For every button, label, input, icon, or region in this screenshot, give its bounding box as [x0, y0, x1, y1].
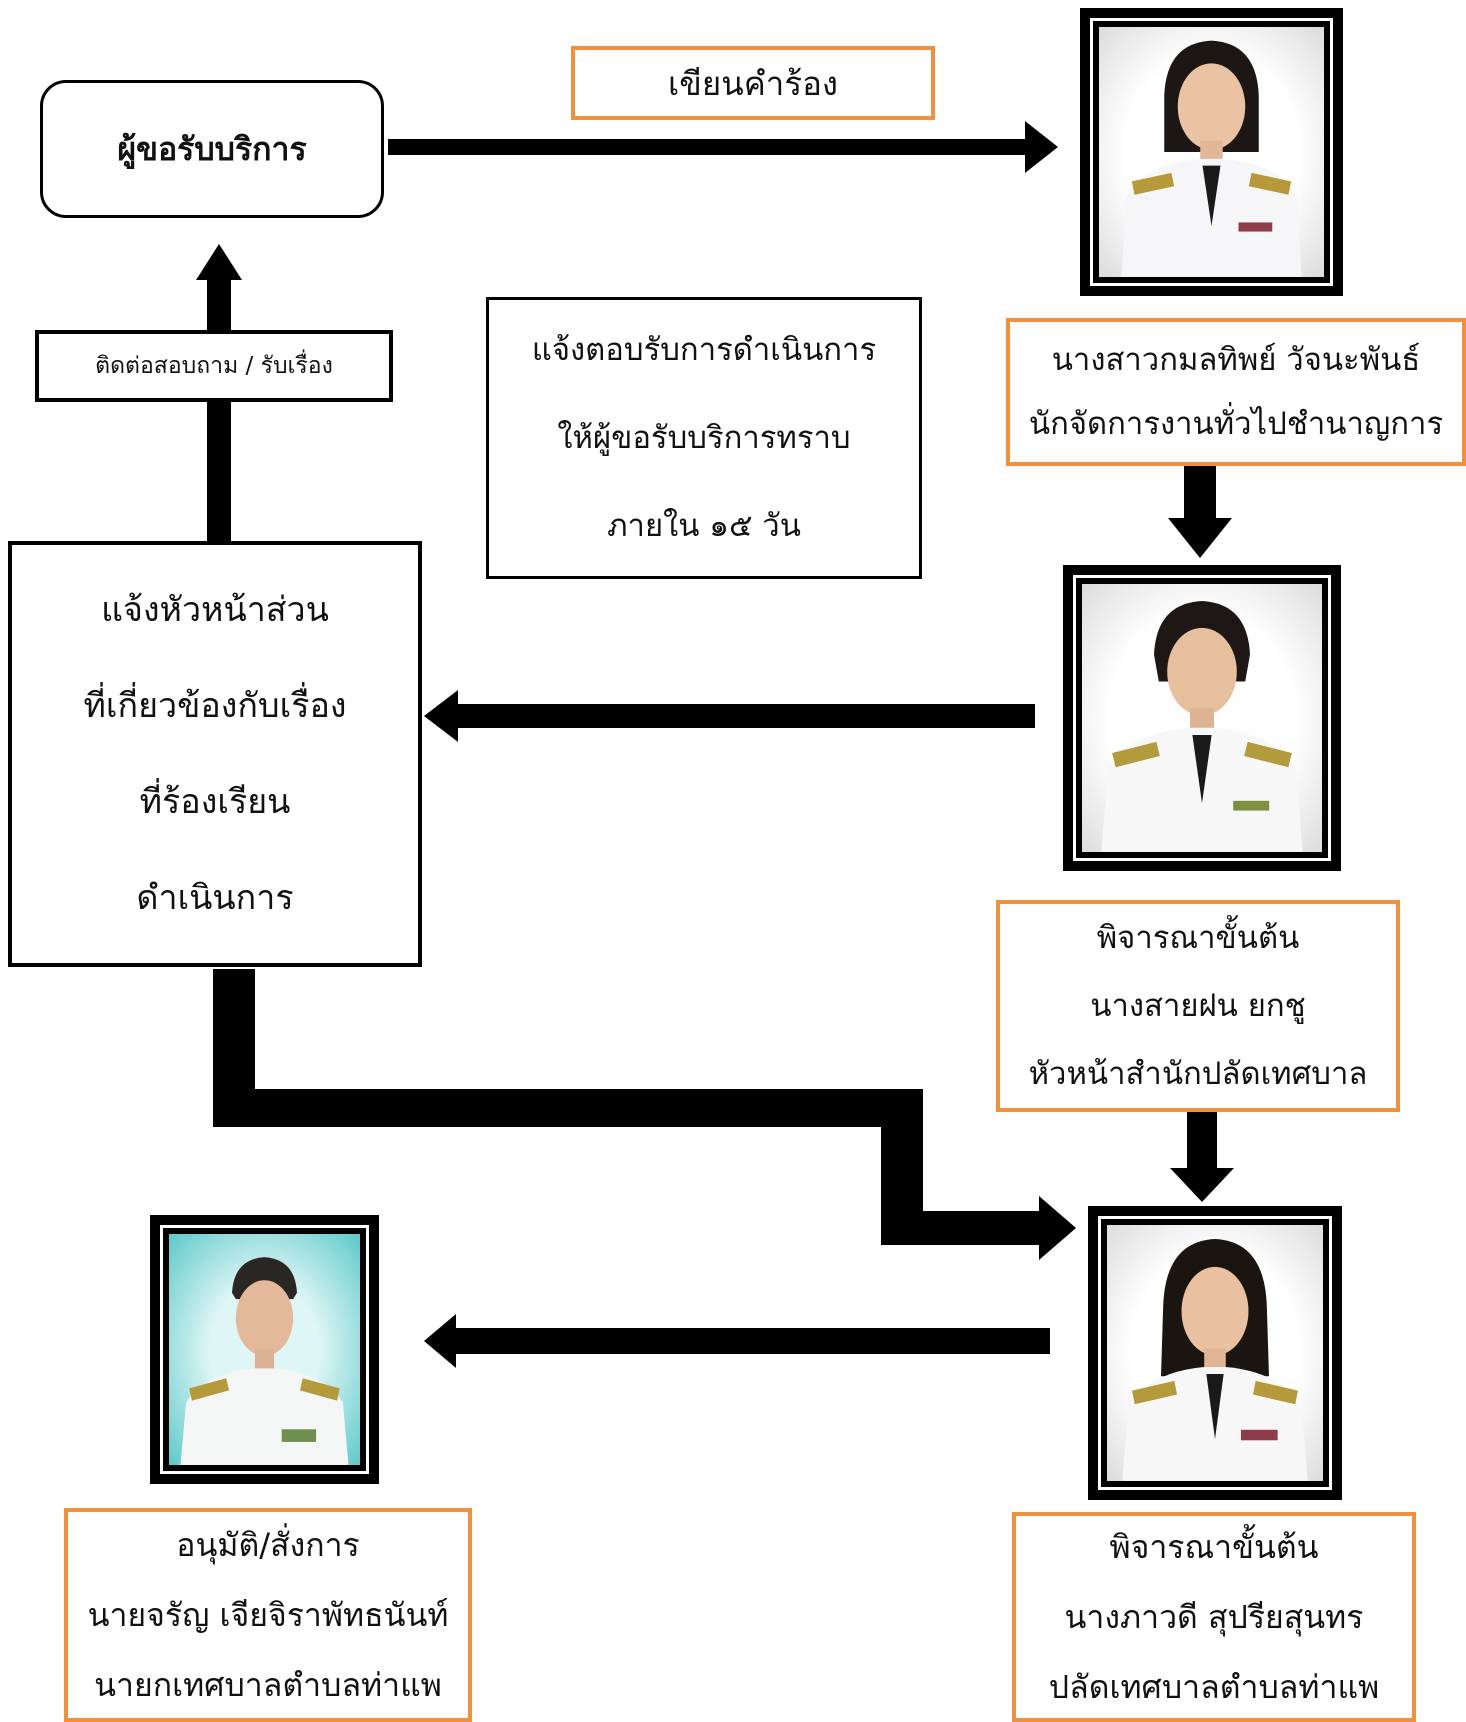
- requester-box: ผู้ขอรับบริการ: [40, 80, 384, 218]
- arrow-staff1-to-department: [424, 690, 1035, 742]
- notify-line-2: ให้ผู้ขอรับบริการทราบ: [557, 420, 851, 456]
- arrow-department-to-requester: [196, 244, 242, 541]
- staff1-box: นางสาวกมลทิพย์ วัจนะพันธ์ นักจัดการงานทั…: [1006, 318, 1466, 466]
- staff2-position: หัวหน้าสำนักปลัดเทศบาล: [1028, 1056, 1368, 1092]
- municipal-clerk-box: พิจารณาขั้นต้น นางภาวดี สุปรียสุนทร ปลัด…: [1012, 1512, 1416, 1722]
- mayor-name: นายจรัญ เจียจิราพัทธนันท์: [87, 1596, 449, 1634]
- arrow-requester-to-staff1: [388, 121, 1058, 173]
- write-request-box: เขียนคำร้อง: [571, 46, 935, 120]
- clerk-name: นางภาวดี สุปรียสุนทร: [1064, 1598, 1364, 1636]
- department-line-2: ที่เกี่ยวข้องกับเรื่อง: [83, 686, 347, 726]
- staff2-box: พิจารณาขั้นต้น นางสายฝน ยกชู หัวหน้าสำนั…: [996, 900, 1400, 1112]
- mayor-step: อนุมัติ/สั่งการ: [176, 1526, 360, 1564]
- staff2-name: นางสายฝน ยกชู: [1090, 988, 1306, 1024]
- staff2-step: พิจารณาขั้นต้น: [1096, 920, 1300, 956]
- municipal-clerk-photo: [1088, 1206, 1342, 1500]
- arrow-clerk-to-mayor: [424, 1314, 1050, 1368]
- department-line-3: ที่ร้องเรียน: [139, 782, 291, 822]
- arrow-staff2-to-photo3: [1170, 1112, 1234, 1202]
- notify-requester-box: แจ้งตอบรับการดำเนินการ ให้ผู้ขอรับบริการ…: [486, 297, 922, 579]
- mayor-photo: [150, 1215, 379, 1484]
- contact-label: ติดต่อสอบถาม / รับเรื่อง: [95, 353, 333, 379]
- department-notice-box: แจ้งหัวหน้าส่วน ที่เกี่ยวข้องกับเรื่อง ท…: [8, 541, 422, 967]
- write-request-label: เขียนคำร้อง: [668, 63, 838, 103]
- female-officer-portrait-icon: [1121, 40, 1302, 277]
- male-officer-portrait-icon: [180, 1257, 349, 1465]
- department-line-4: ดำเนินการ: [136, 878, 294, 918]
- staff1-photo: [1080, 8, 1343, 296]
- staff2-photo: [1063, 565, 1341, 871]
- staff1-position: นักจัดการงานทั่วไปชำนาญการ: [1028, 406, 1444, 442]
- requester-label: ผู้ขอรับบริการ: [117, 129, 307, 168]
- department-line-1: แจ้งหัวหน้าส่วน: [101, 590, 329, 630]
- mayor-position: นายกเทศบาลตำบลท่าแพ: [94, 1666, 442, 1704]
- arrow-staff1-to-photo2: [1168, 466, 1232, 558]
- female-officer-portrait-icon: [1122, 1238, 1308, 1481]
- clerk-position: ปลัดเทศบาลตำบลท่าแพ: [1048, 1668, 1380, 1706]
- arrow-department-to-clerk: [213, 969, 1076, 1260]
- contact-box: ติดต่อสอบถาม / รับเรื่อง: [35, 330, 393, 402]
- notify-line-1: แจ้งตอบรับการดำเนินการ: [531, 332, 877, 368]
- female-officer-portrait-icon: [1101, 601, 1303, 852]
- notify-line-3: ภายใน ๑๕ วัน: [607, 508, 801, 544]
- mayor-box: อนุมัติ/สั่งการ นายจรัญ เจียจิราพัทธนันท…: [64, 1508, 472, 1722]
- clerk-step: พิจารณาขั้นต้น: [1109, 1528, 1319, 1566]
- staff1-name: นางสาวกมลทิพย์ วัจนะพันธ์: [1051, 342, 1421, 378]
